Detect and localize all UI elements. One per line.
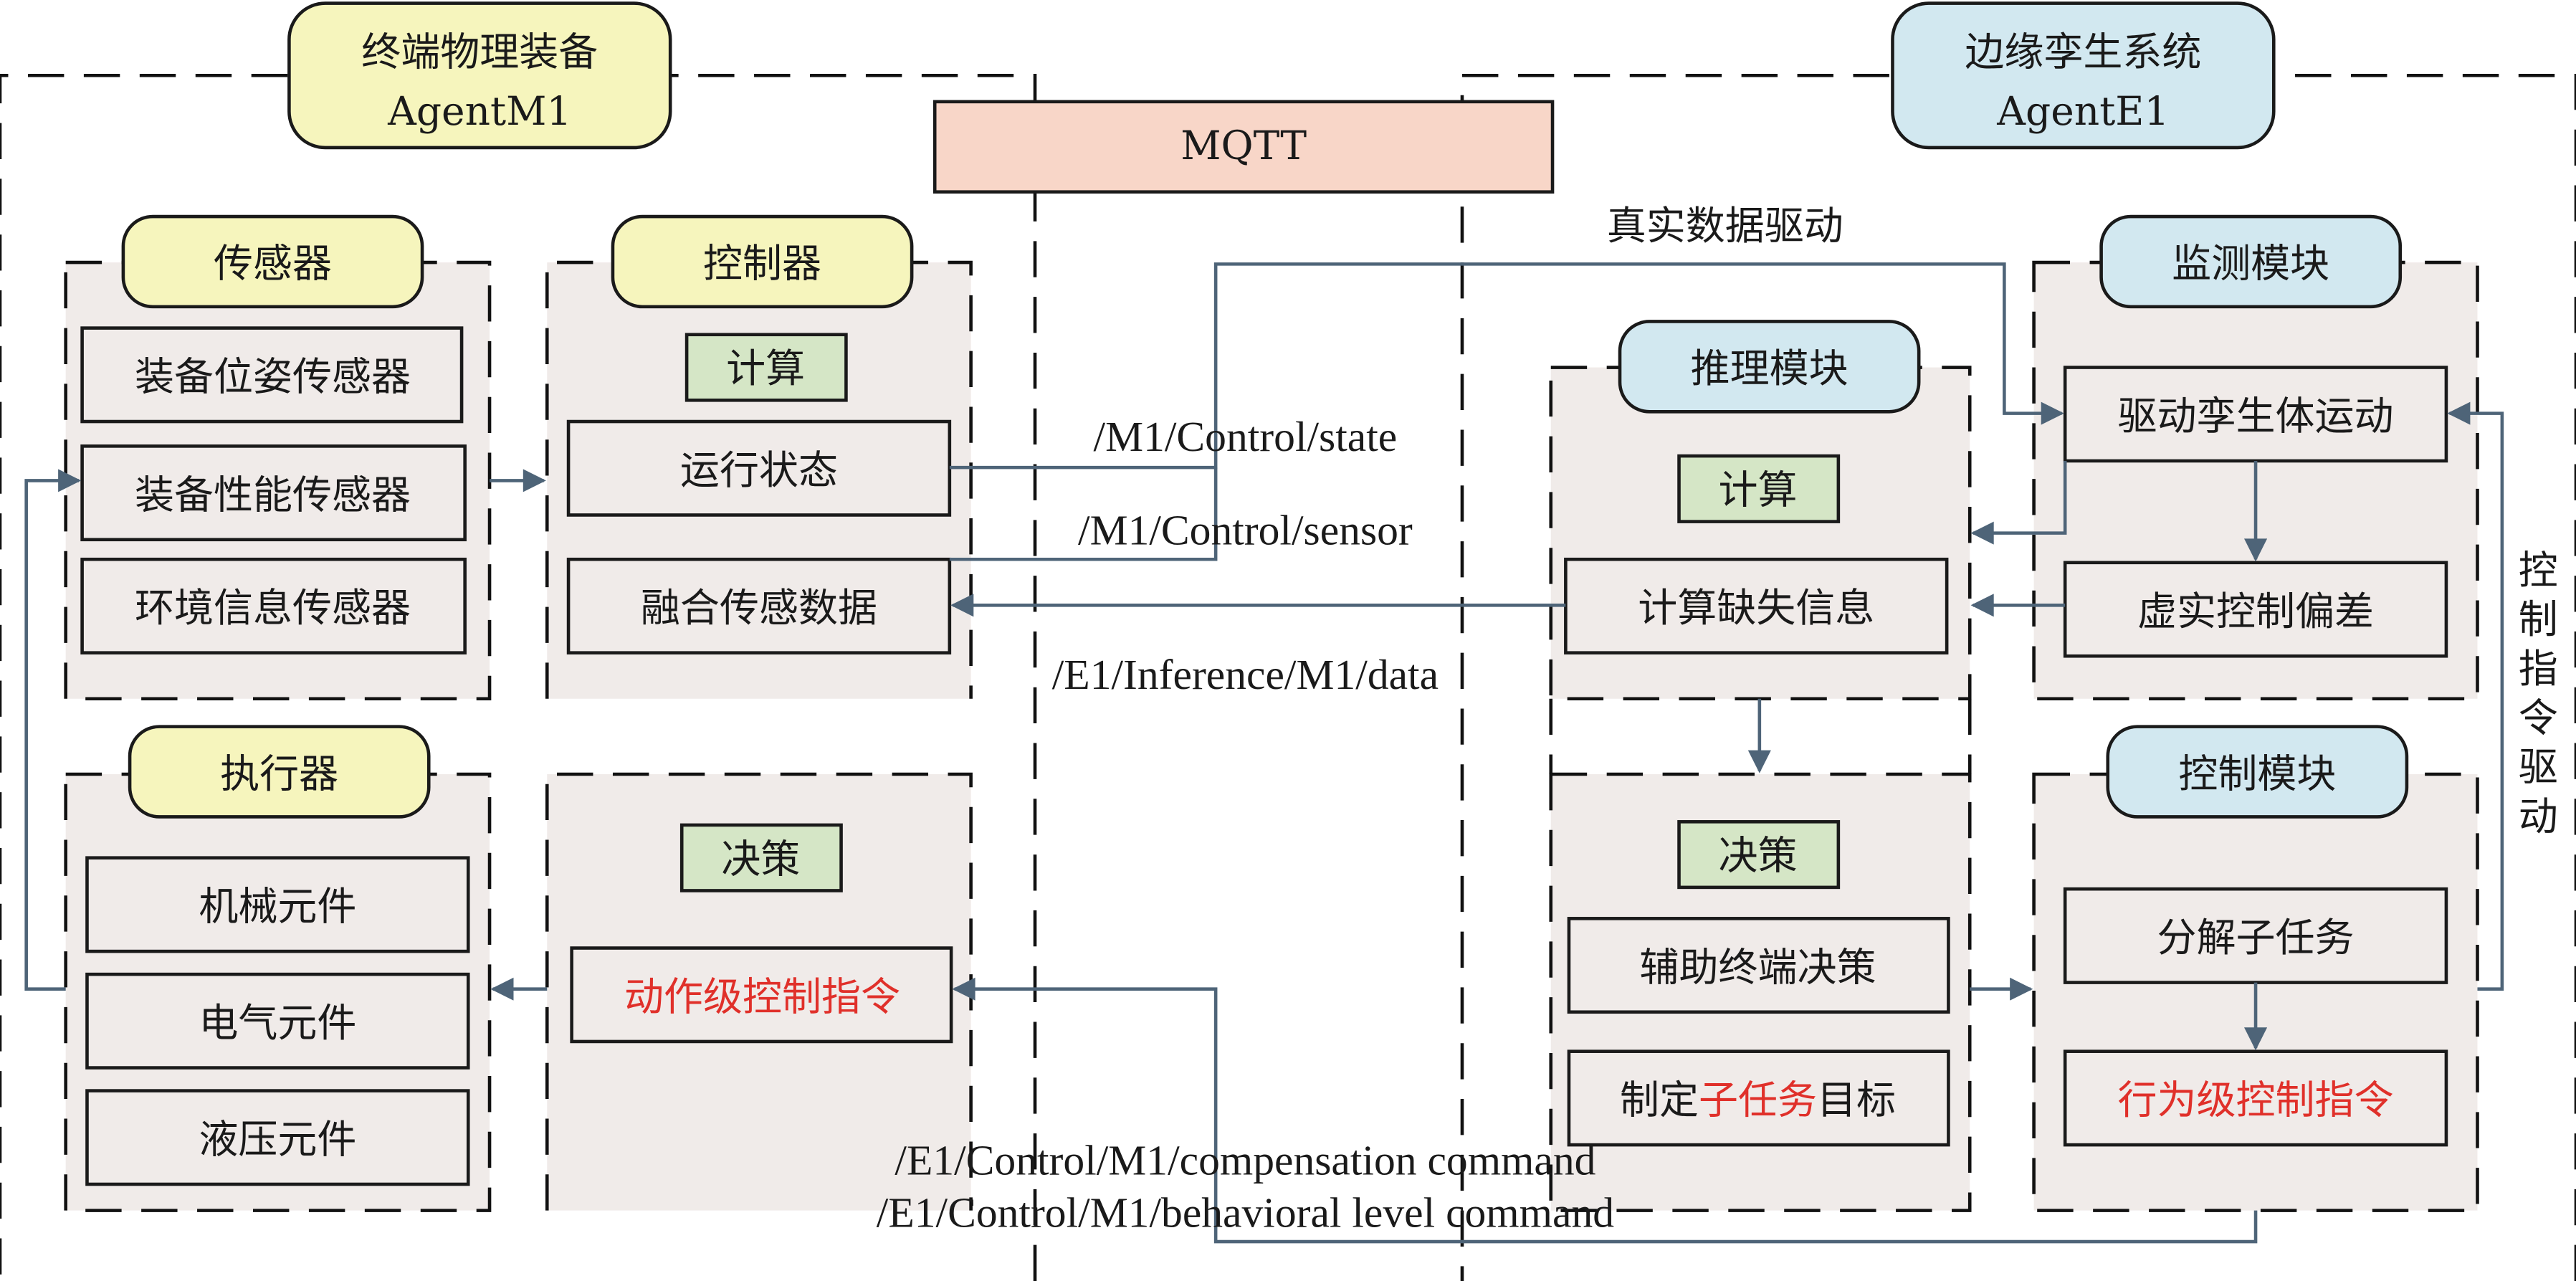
inference-title: 推理模块 [1691,346,1848,391]
controller-decision-tag: 决策 [679,823,843,892]
decision-tag-label: 决策 [721,836,800,882]
inference-decision-item: 辅助终端决策 [1567,917,1950,1014]
sensor-header: 传感器 [121,214,424,309]
sensor-item: 装备性能传感器 [80,444,467,542]
controller-title: 控制器 [703,241,821,287]
sensor-title: 传感器 [214,241,332,287]
inference-item-label: 计算缺失信息 [1638,585,1874,631]
monitor-item-deviation: 虚实控制偏差 [2063,561,2448,658]
topic-behavioral-label: /E1/Control/M1/behavioral level command [877,1189,1614,1237]
control-item-label: 分解子任务 [2157,915,2355,961]
monitor-item-label: 虚实控制偏差 [2137,589,2374,634]
arrow-monitor-to-inference [1970,460,2067,545]
actuator-item-label: 电气元件 [199,1000,356,1046]
arrow-behavior-to-action [952,977,2258,1244]
inference-compute-item: 计算缺失信息 [1564,557,1949,654]
action-command-label: 动作级控制指令 [624,974,900,1020]
actuator-item: 电气元件 [85,972,470,1070]
goal-label: 制定子任务目标 [1620,1077,1896,1123]
edge-container [1460,73,2576,1281]
real-data-drive-label: 真实数据驱动 [1607,203,1843,249]
control-command-drive-label: 控 制 指 令 驱 动 [2519,548,2558,839]
actuator-item: 液压元件 [85,1089,470,1186]
control-behavior-command: 行为级控制指令 [2063,1049,2448,1147]
wire-sensor-topic [949,467,1218,561]
actuator-item-label: 液压元件 [199,1117,356,1163]
inference-item-label: 辅助终端决策 [1640,944,1876,990]
inference-header: 推理模块 [1618,320,1921,414]
edge-header: 边缘孪生系统 AgentE1 [1891,1,2276,150]
topic-inference-label: /E1/Inference/M1/data [1052,651,1439,698]
sensor-item: 环境信息传感器 [80,557,467,654]
inference-compute-tag: 计算 [1677,454,1841,523]
controller-item-state: 运行状态 [566,419,952,517]
actuator-header: 执行器 [128,725,431,819]
terminal-container [0,73,1037,1281]
sensor-item-label: 装备位姿传感器 [135,354,411,400]
control-header: 控制模块 [2106,725,2409,819]
mqtt-label: MQTT [1180,123,1307,168]
mqtt-broker: MQTT [932,100,1555,194]
vertical-char: 指 [2519,646,2558,692]
topic-compensation-label: /E1/Control/M1/compensation command [895,1136,1595,1184]
monitor-item-label: 驱动孪生体运动 [2118,394,2394,439]
topic-state-label: /M1/Control/state [1094,413,1398,460]
vertical-char: 令 [2519,695,2558,741]
controller-item-fusion: 融合传感数据 [566,557,952,654]
control-item-decompose: 分解子任务 [2063,887,2448,984]
controller-action-command: 动作级控制指令 [570,946,953,1044]
control-title: 控制模块 [2178,751,2336,796]
arrow-control-feedback [2447,401,2504,991]
terminal-title-en: AgentM1 [387,88,571,134]
inference-decision-tag: 决策 [1677,820,1841,890]
behavior-command-label: 行为级控制指令 [2118,1077,2394,1123]
compute-tag-label: 计算 [1719,467,1798,513]
controller-item-label: 融合传感数据 [641,585,877,631]
actuator-item-label: 机械元件 [199,884,356,930]
monitor-item-drive: 驱动孪生体运动 [2063,366,2448,463]
arrow-actuator-feedback [24,469,82,991]
controller-compute-tag: 计算 [684,333,848,402]
inference-goal-item: 制定子任务目标 [1567,1049,1950,1147]
vertical-char: 控 [2519,548,2558,594]
monitor-title: 监测模块 [2172,241,2329,287]
compute-tag-label: 计算 [726,346,805,391]
controller-item-label: 运行状态 [680,447,838,493]
terminal-header: 终端物理装备 AgentM1 [287,1,672,150]
decision-tag-label: 决策 [1719,833,1798,879]
actuator-item: 机械元件 [85,856,470,953]
actuator-title: 执行器 [220,751,338,796]
terminal-title-cn: 终端物理装备 [361,29,598,75]
vertical-char: 制 [2519,596,2558,642]
sensor-item-label: 环境信息传感器 [135,585,411,631]
sensor-item: 装备位姿传感器 [80,326,464,424]
monitor-header: 监测模块 [2099,214,2403,309]
edge-title-cn: 边缘孪生系统 [1965,29,2201,75]
sensor-item-label: 装备性能传感器 [135,472,411,518]
topic-sensor-label: /M1/Control/sensor [1078,507,1413,554]
vertical-char: 动 [2519,794,2558,839]
wire-state-sensor-to-monitor [949,262,2064,470]
vertical-char: 驱 [2519,744,2558,790]
edge-title-en: AgentE1 [1996,88,2169,134]
controller-header: 控制器 [611,214,914,309]
